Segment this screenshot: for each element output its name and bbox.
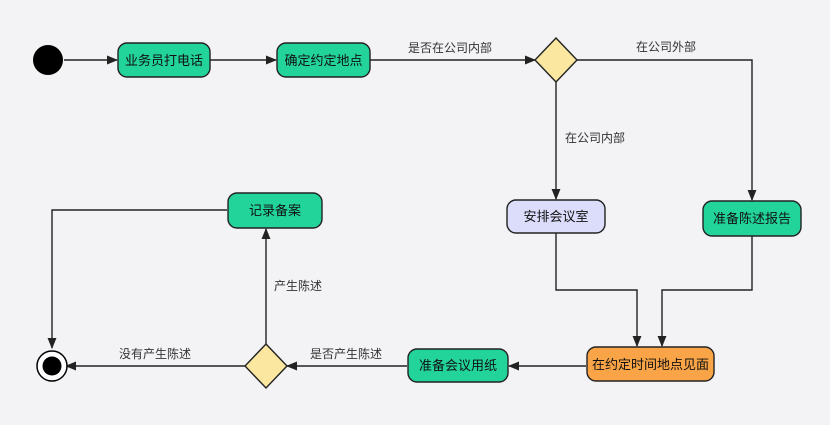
node-meet: 在约定时间地点见面 xyxy=(586,346,715,382)
edge-label-is-inside: 是否在公司内部 xyxy=(408,40,492,55)
node-prepare-paper-label: 准备会议用纸 xyxy=(419,358,497,374)
node-arrange-room-label: 安排会议室 xyxy=(523,209,588,225)
edge-label-has-statement: 是否产生陈述 xyxy=(310,346,382,361)
edge-report-to-meet xyxy=(657,236,753,348)
node-meet-label: 在约定时间地点见面 xyxy=(592,358,709,373)
edge-room-to-meet xyxy=(555,233,642,348)
edge-label-outside: 在公司外部 xyxy=(636,39,696,54)
start-node xyxy=(33,45,63,75)
decision-statement xyxy=(244,342,288,390)
edge-decision-to-report xyxy=(576,59,757,202)
node-call: 业务员打电话 xyxy=(117,42,211,78)
edge-label-statement-made: 产生陈述 xyxy=(274,278,322,293)
node-record: 记录备案 xyxy=(227,192,323,229)
decision-inside-company xyxy=(534,36,578,84)
end-node xyxy=(36,350,68,382)
edge-label-inside: 在公司内部 xyxy=(565,130,625,145)
edge-label-no-statement: 没有产生陈述 xyxy=(119,346,191,361)
node-prepare-report: 准备陈述报告 xyxy=(702,200,802,237)
node-arrange-room: 安排会议室 xyxy=(506,199,606,234)
node-call-label: 业务员打电话 xyxy=(125,53,203,69)
node-record-label: 记录备案 xyxy=(249,203,301,219)
node-prepare-report-label: 准备陈述报告 xyxy=(713,211,791,227)
node-confirm-location-label: 确定约定地点 xyxy=(284,54,362,69)
node-prepare-paper: 准备会议用纸 xyxy=(407,348,509,383)
node-confirm-location: 确定约定地点 xyxy=(276,42,371,78)
edge-record-to-end xyxy=(47,209,227,350)
